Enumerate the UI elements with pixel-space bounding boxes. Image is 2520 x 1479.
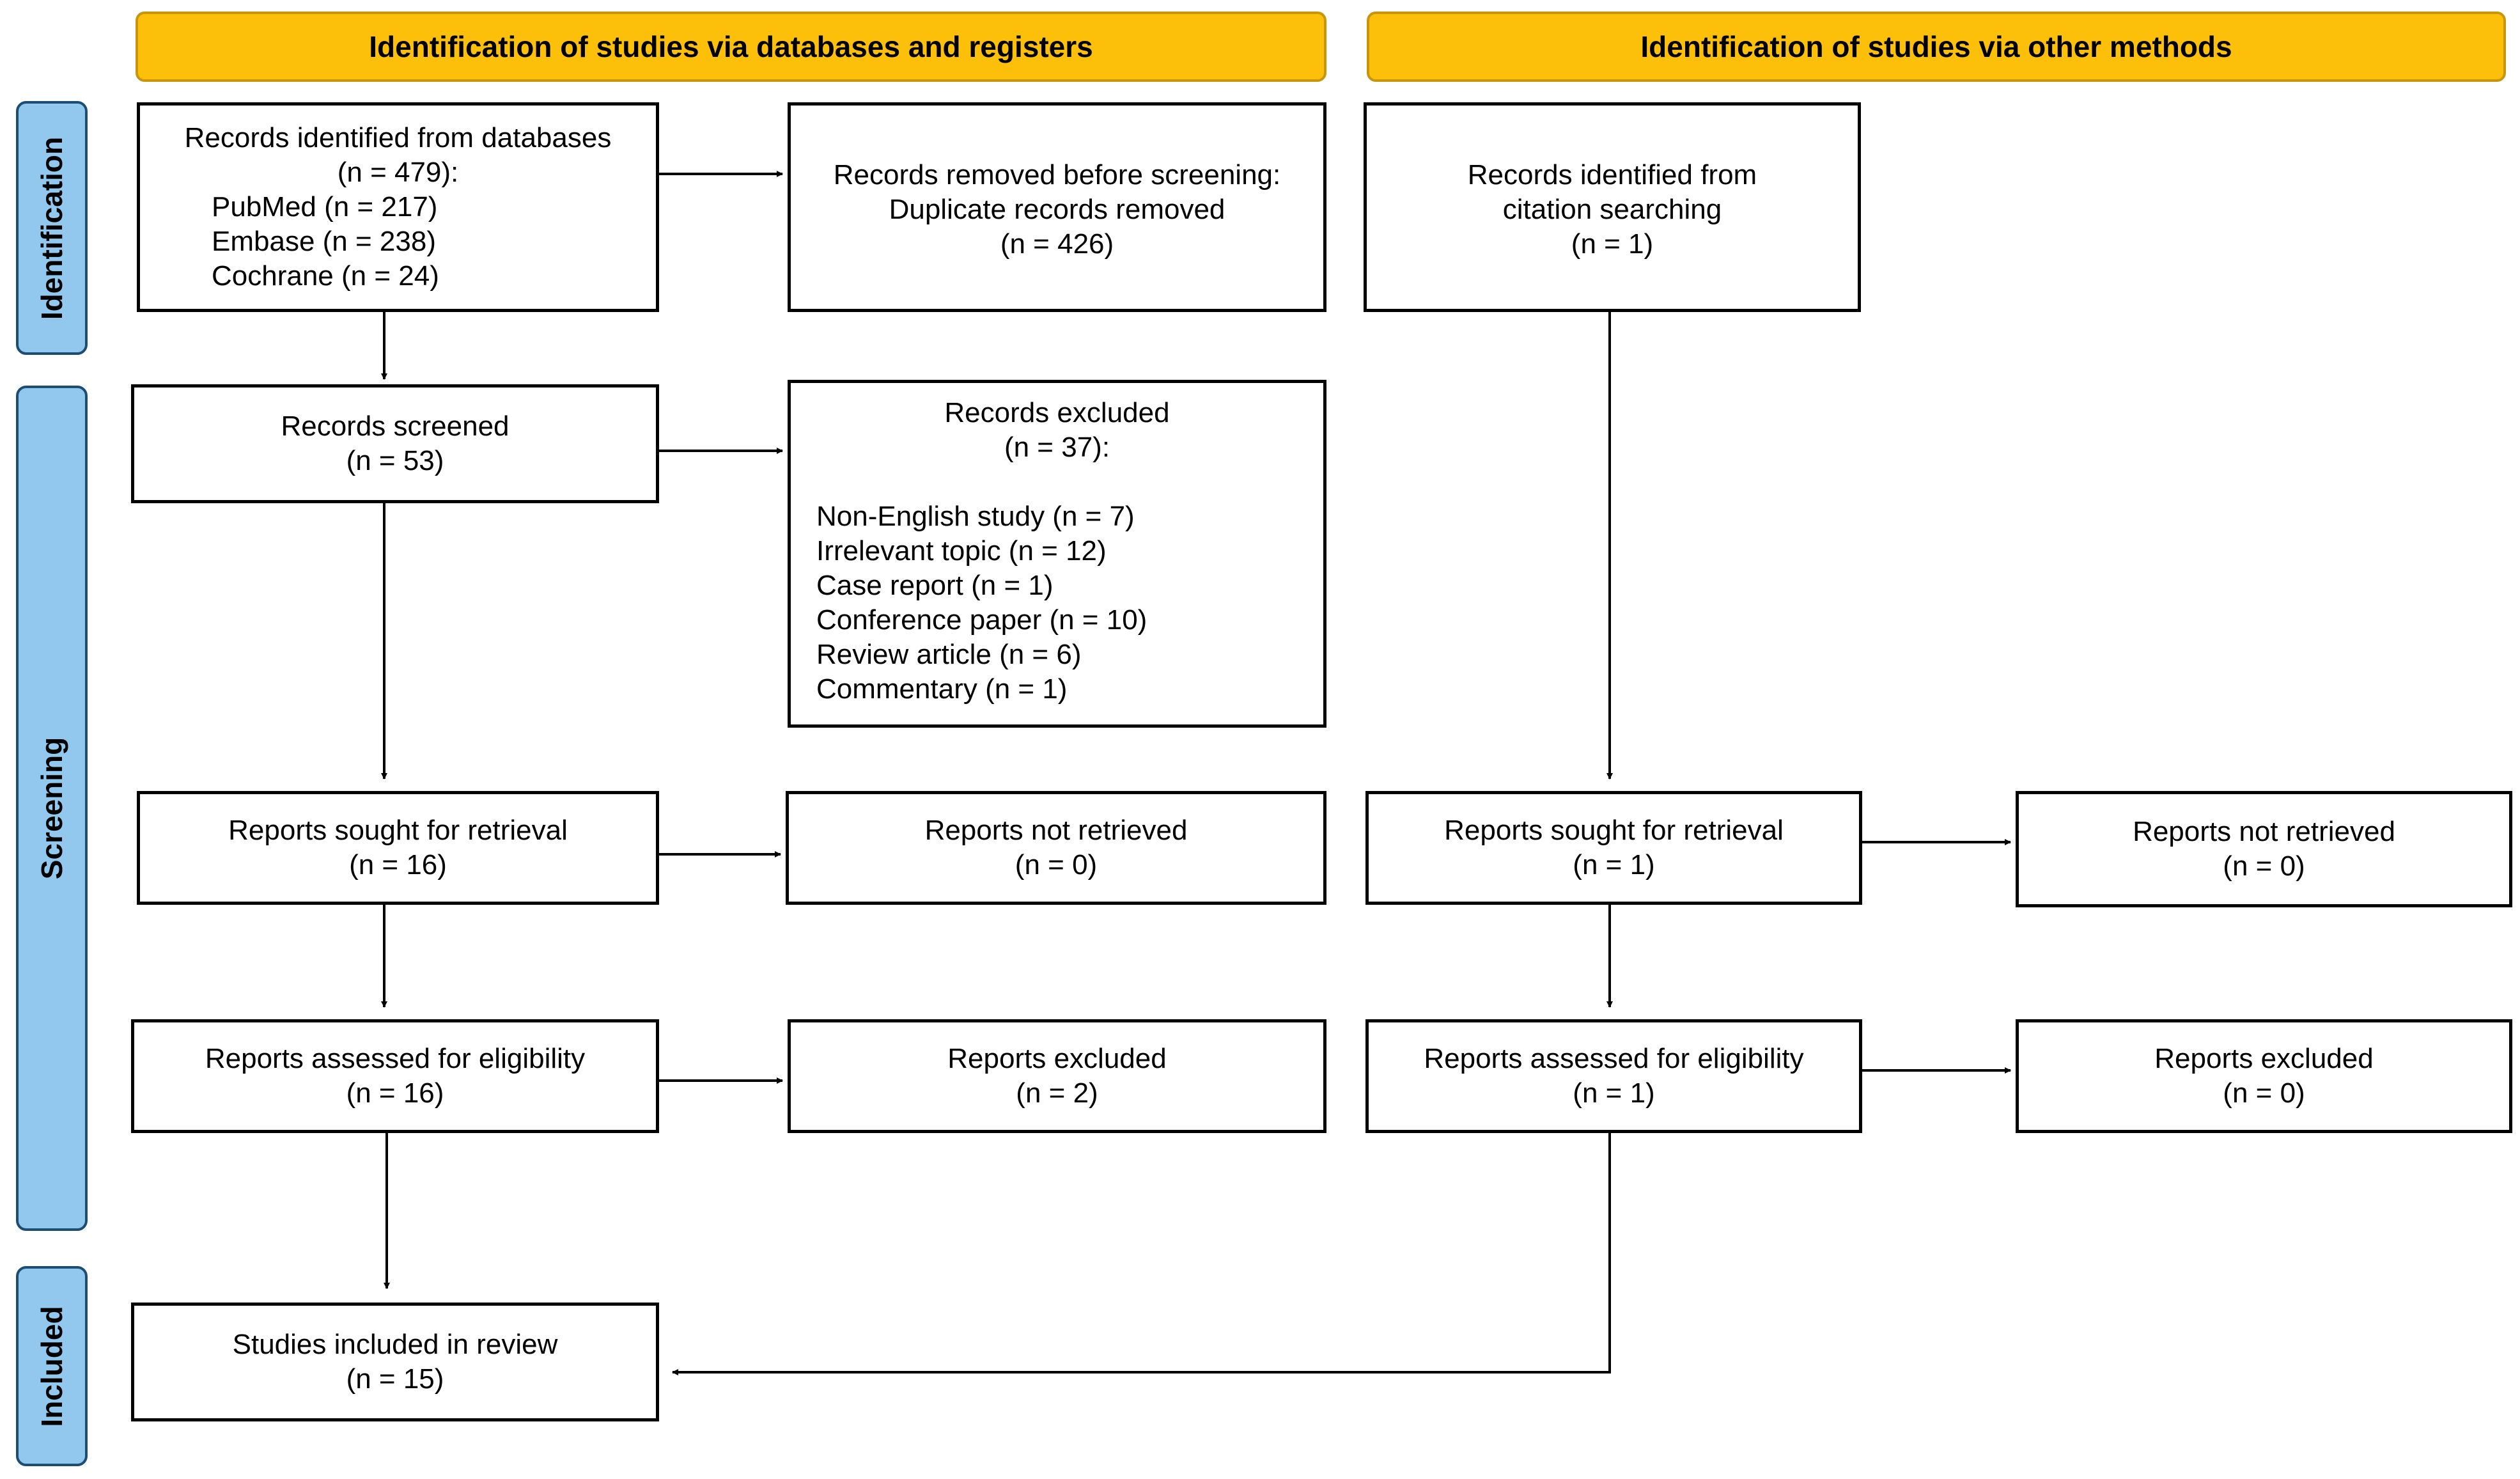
reason-conference: Conference paper (n = 10) [816,604,1147,636]
header-other-label: Identification of studies via other meth… [1640,30,2232,63]
box-sought-db: Reports sought for retrieval (n = 16) [137,791,659,905]
assessed-other-title: Reports assessed for eligibility [1424,1043,1804,1074]
header-databases: Identification of studies via databases … [136,12,1326,82]
sought-other-title: Reports sought for retrieval [1444,815,1784,846]
arrow-assessed-other-to-included [673,1133,1611,1373]
phase-identification: Identification [16,101,88,355]
citation-line2: citation searching [1502,194,1722,225]
header-databases-label: Identification of studies via databases … [369,30,1093,63]
citation-line3: (n = 1) [1571,228,1654,260]
records-identified-count: (n = 479): [337,157,459,188]
box-not-retrieved-other: Reports not retrieved (n = 0) [2016,791,2512,907]
sought-db-count: (n = 16) [349,849,447,880]
assessed-db-count: (n = 16) [346,1077,444,1109]
reason-non-english: Non-English study (n = 7) [816,501,1135,532]
box-studies-included: Studies included in review (n = 15) [131,1303,659,1421]
box-assessed-db: Reports assessed for eligibility (n = 16… [131,1019,659,1133]
records-screened-count: (n = 53) [346,445,444,476]
phase-screening: Screening [16,386,88,1231]
citation-line1: Records identified from [1467,159,1757,191]
phase-included: Included [16,1266,88,1466]
reason-review: Review article (n = 6) [816,639,1082,670]
records-removed-line1: Records removed before screening: [833,159,1281,191]
header-other-methods: Identification of studies via other meth… [1367,12,2506,82]
reason-irrelevant: Irrelevant topic (n = 12) [816,535,1107,567]
not-retrieved-other-title: Reports not retrieved [2133,816,2395,847]
box-not-retrieved-db: Reports not retrieved (n = 0) [786,791,1326,905]
records-identified-title: Records identified from databases [184,122,612,153]
assessed-other-count: (n = 1) [1573,1077,1655,1109]
excluded-other-title: Reports excluded [2154,1043,2374,1074]
reason-case-report: Case report (n = 1) [816,570,1054,601]
reason-commentary: Commentary (n = 1) [816,673,1068,705]
sought-db-title: Reports sought for retrieval [228,815,568,846]
box-sought-other: Reports sought for retrieval (n = 1) [1365,791,1862,905]
records-removed-line2: Duplicate records removed [889,194,1225,225]
box-citation-records: Records identified from citation searchi… [1364,102,1861,312]
excluded-db-title: Reports excluded [947,1043,1167,1074]
not-retrieved-db-count: (n = 0) [1015,849,1098,880]
records-excluded-title: Records excluded [944,397,1170,428]
records-excluded-count: (n = 37): [1004,432,1110,463]
source-cochrane: Cochrane (n = 24) [212,260,439,292]
sought-other-count: (n = 1) [1573,849,1655,880]
assessed-db-title: Reports assessed for eligibility [205,1043,586,1074]
source-pubmed: PubMed (n = 217) [212,191,438,223]
box-records-removed: Records removed before screening: Duplic… [788,102,1326,312]
records-screened-title: Records screened [281,411,509,442]
box-records-identified: Records identified from databases (n = 4… [137,102,659,312]
source-embase: Embase (n = 238) [212,226,436,257]
box-excluded-other: Reports excluded (n = 0) [2016,1019,2512,1133]
not-retrieved-db-title: Reports not retrieved [924,815,1188,846]
records-removed-line3: (n = 426) [1000,228,1114,260]
excluded-db-count: (n = 2) [1016,1077,1098,1109]
excluded-other-count: (n = 0) [2223,1077,2305,1109]
box-assessed-other: Reports assessed for eligibility (n = 1) [1365,1019,1862,1133]
included-count: (n = 15) [346,1363,444,1395]
box-records-screened: Records screened (n = 53) [131,384,659,503]
box-excluded-db: Reports excluded (n = 2) [788,1019,1326,1133]
not-retrieved-other-count: (n = 0) [2223,850,2305,882]
box-records-excluded: Records excluded (n = 37): Non-English s… [788,380,1326,728]
included-title: Studies included in review [232,1329,558,1360]
